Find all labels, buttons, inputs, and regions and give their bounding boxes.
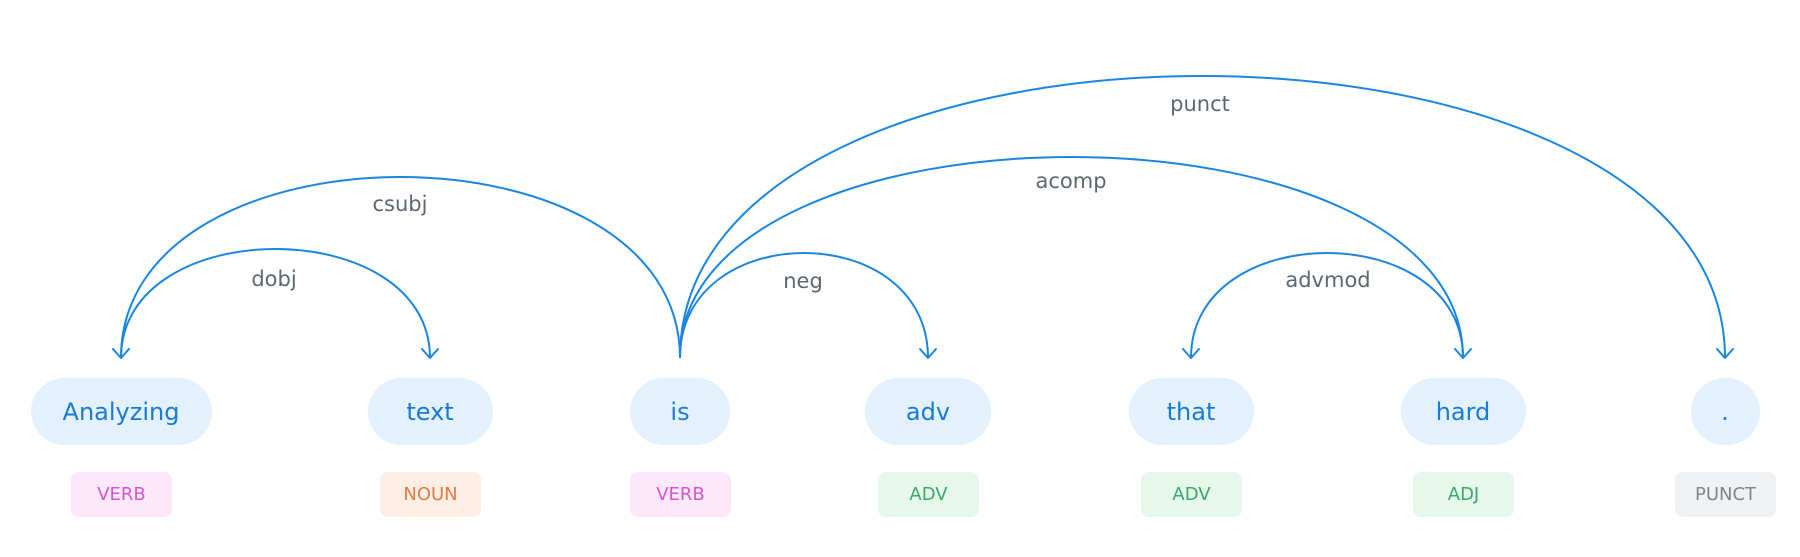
token-text: text	[367, 378, 493, 445]
arrowhead-punct	[1716, 348, 1734, 359]
arc-acomp	[679, 156, 1464, 359]
token-analyzing: Analyzing	[30, 378, 212, 445]
arc-dobj	[120, 248, 431, 359]
arrowhead-dobj	[421, 348, 439, 359]
token-is: is	[630, 378, 730, 445]
pos-badge: NOUN	[380, 472, 481, 517]
arc-label-advmod: advmod	[1285, 268, 1370, 292]
arrowhead-neg	[919, 348, 937, 359]
token-that: that	[1128, 378, 1254, 445]
token-adv: adv	[865, 378, 991, 445]
pos-badge: VERB	[630, 472, 731, 517]
token-text: .	[1721, 397, 1729, 426]
arc-csubj	[120, 176, 681, 359]
token-text: is	[670, 397, 690, 426]
pos-badge: PUNCT	[1675, 472, 1776, 517]
token-text: Analyzing	[62, 397, 180, 426]
arc-label-acomp: acomp	[1035, 169, 1106, 193]
arc-label-punct: punct	[1170, 92, 1230, 116]
arc-neg	[679, 252, 929, 359]
pos-badge: ADJ	[1413, 472, 1514, 517]
pos-badge: ADV	[1141, 472, 1242, 517]
arc-advmod	[1190, 252, 1464, 359]
token-period: .	[1690, 378, 1760, 445]
arc-label-dobj: dobj	[251, 267, 296, 291]
pos-badge: VERB	[71, 472, 172, 517]
token-text: that	[1166, 397, 1216, 426]
token-text: adv	[905, 397, 951, 426]
token-hard: hard	[1400, 378, 1526, 445]
pos-badge: ADV	[878, 472, 979, 517]
arrowhead-csubj	[112, 348, 130, 359]
token-text: text	[406, 397, 454, 426]
arc-label-neg: neg	[783, 269, 823, 293]
arc-punct	[679, 75, 1726, 359]
arc-label-csubj: csubj	[373, 192, 428, 216]
token-text: hard	[1435, 397, 1491, 426]
arrowhead-advmod	[1182, 348, 1200, 359]
